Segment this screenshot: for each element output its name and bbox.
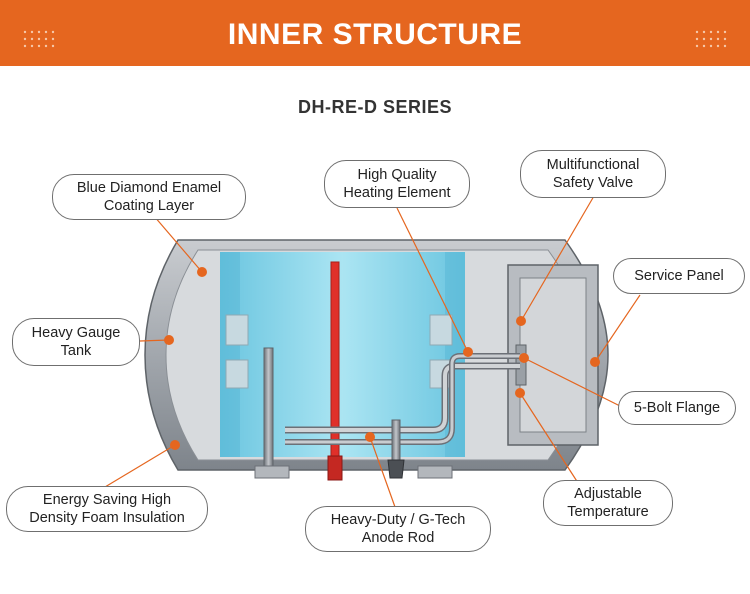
tank-foot (254, 465, 290, 479)
callout-five-bolt-flange: 5-Bolt Flange (618, 391, 736, 425)
water-volume (220, 252, 465, 457)
heating-element-tube (285, 353, 520, 445)
callout-service-panel: Service Panel (613, 258, 745, 294)
heating-rod (327, 261, 343, 481)
callout-dots (164, 267, 600, 450)
tank-body (144, 239, 609, 471)
header-banner (0, 0, 750, 66)
callout-foam-insulation: Energy Saving High Density Foam Insulati… (6, 486, 208, 532)
callout-adjustable-temperature: Adjustable Temperature (543, 480, 673, 526)
series-subtitle: DH-RE-D SERIES (297, 97, 452, 117)
callout-enamel-coating: Blue Diamond Enamel Coating Layer (52, 174, 246, 220)
callout-anode-rod: Heavy-Duty / G-Tech Anode Rod (305, 506, 491, 552)
anode-rod-fitting (387, 419, 405, 479)
decorative-dot-grid (23, 30, 55, 48)
decorative-dot-grid (695, 30, 727, 48)
tank-foot (417, 465, 453, 479)
callout-heating-element: High Quality Heating Element (324, 160, 470, 208)
callout-safety-valve: Multifunctional Safety Valve (520, 150, 666, 198)
banner-title: INNER STRUCTURE (227, 18, 523, 51)
callout-heavy-gauge-tank: Heavy Gauge Tank (12, 318, 140, 366)
thermostat-pocket (263, 347, 274, 471)
